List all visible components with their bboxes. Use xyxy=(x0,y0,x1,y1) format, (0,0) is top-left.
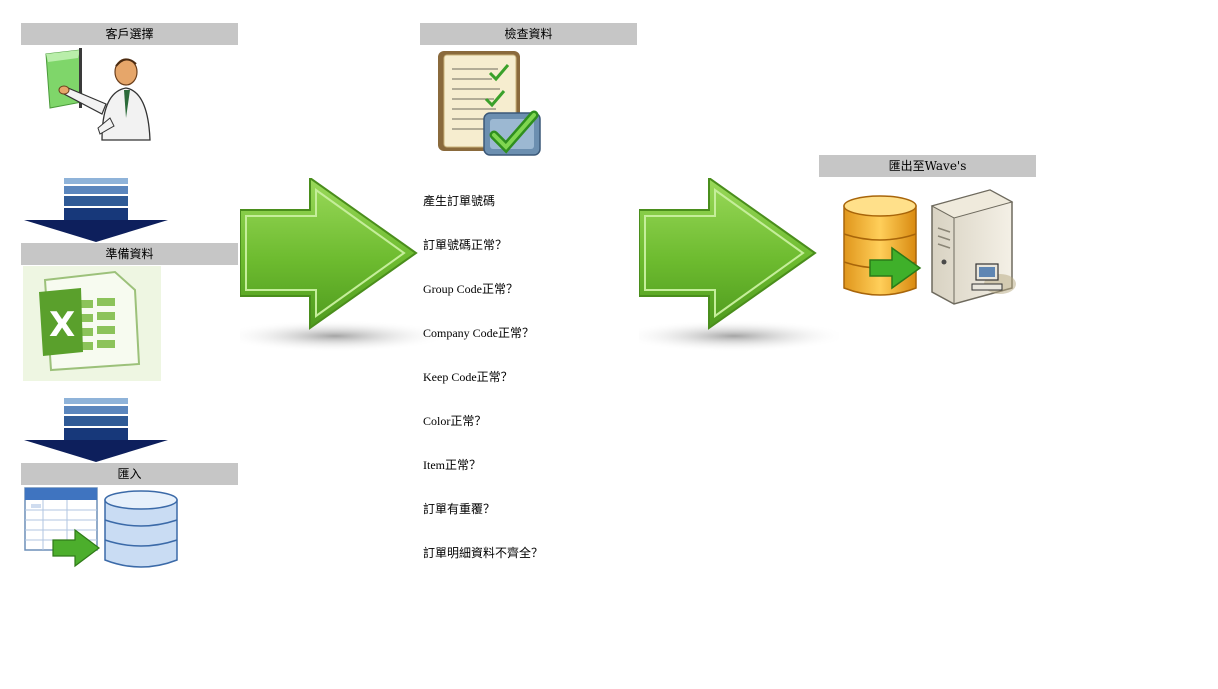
check-item: Company Code正常？ xyxy=(423,326,534,340)
check-item: 產生訂單號碼 xyxy=(423,194,496,208)
green-right-arrow-icon xyxy=(619,176,849,362)
check-item: Item正常？ xyxy=(423,458,481,472)
checklist-icon xyxy=(438,51,541,156)
excel-icon: X xyxy=(23,266,161,381)
database-to-server-icon xyxy=(843,189,1016,305)
green-right-arrow-icon xyxy=(220,176,450,362)
table-to-database-icon xyxy=(24,487,178,568)
check-item: Keep Code正常？ xyxy=(423,370,513,384)
down-arrow-icon xyxy=(24,398,168,462)
step-header-export: 匯出至Wave's xyxy=(819,155,1036,177)
step-header-check-data: 檢查資料 xyxy=(420,23,637,45)
check-item: 訂單明細資料不齊全？ xyxy=(423,546,544,560)
step-header-prepare-data: 準備資料 xyxy=(21,243,238,265)
step-header-import: 匯入 xyxy=(21,463,238,485)
check-item: 訂單有重覆？ xyxy=(423,502,496,516)
check-item: Color正常？ xyxy=(423,414,487,428)
step-header-client-select: 客戶選擇 xyxy=(21,23,238,45)
check-item: 訂單號碼正常？ xyxy=(423,238,508,252)
presenter-icon xyxy=(45,48,151,141)
svg-text:X: X xyxy=(49,305,75,345)
check-item: Group Code正常？ xyxy=(423,282,518,296)
down-arrow-icon xyxy=(24,178,168,242)
